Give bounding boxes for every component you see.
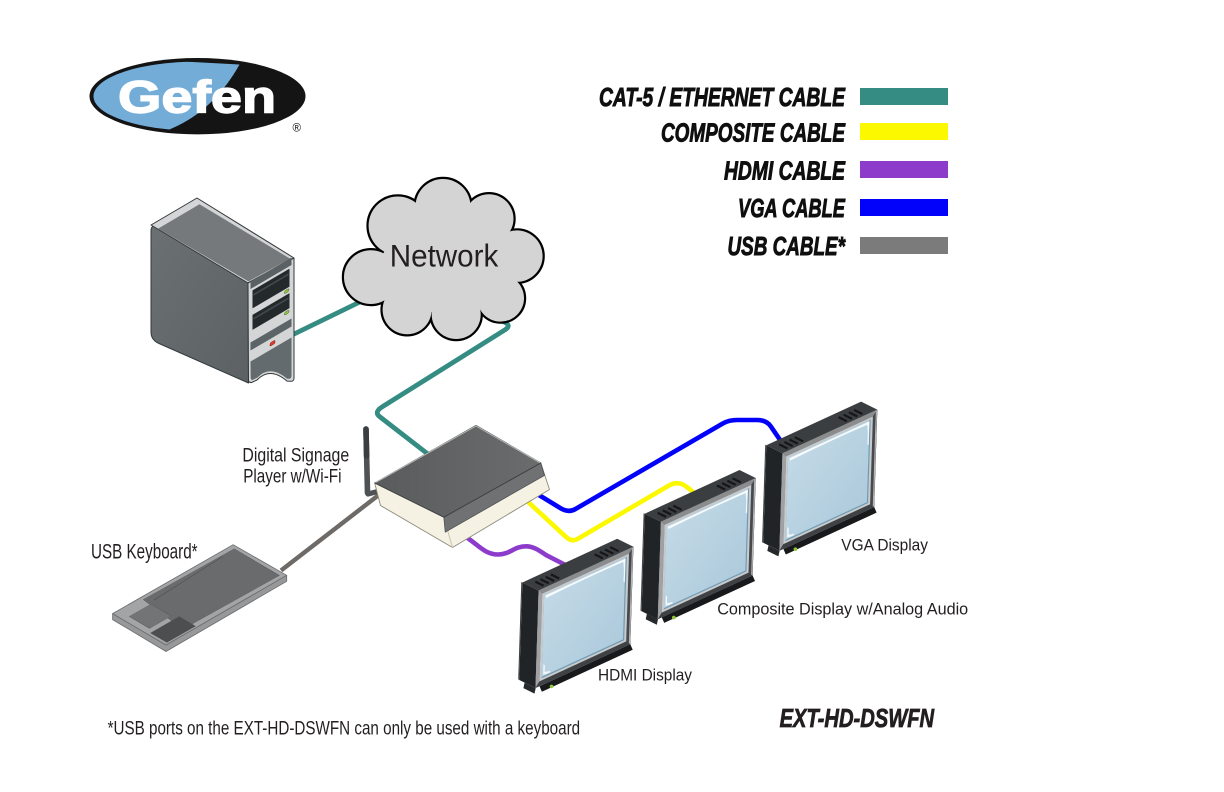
svg-text:COMPOSITE CABLE: COMPOSITE CABLE [661, 118, 845, 148]
svg-text:HDMI Display: HDMI Display [598, 666, 692, 685]
svg-text:EXT-HD-DSWFN: EXT-HD-DSWFN [780, 703, 935, 733]
svg-text:USB CABLE*: USB CABLE* [728, 231, 847, 261]
svg-text:CAT-5 / ETHERNET CABLE: CAT-5 / ETHERNET CABLE [599, 82, 845, 112]
svg-text:Composite Display w/Analog Aud: Composite Display w/Analog Audio [717, 600, 968, 619]
svg-text:Network: Network [390, 238, 499, 274]
svg-text:VGA CABLE: VGA CABLE [738, 193, 845, 223]
svg-text:*USB ports on the EXT-HD-DSWFN: *USB ports on the EXT-HD-DSWFN can only … [108, 717, 580, 739]
svg-text:Digital Signage: Digital Signage [242, 445, 349, 466]
svg-text:USB Keyboard*: USB Keyboard* [91, 540, 198, 563]
svg-text:®: ® [293, 123, 302, 135]
svg-text:VGA Display: VGA Display [841, 535, 928, 554]
svg-text:Gefen: Gefen [118, 72, 276, 123]
svg-text:Player w/Wi-Fi: Player w/Wi-Fi [243, 467, 341, 488]
svg-text:HDMI CABLE: HDMI CABLE [724, 156, 845, 186]
